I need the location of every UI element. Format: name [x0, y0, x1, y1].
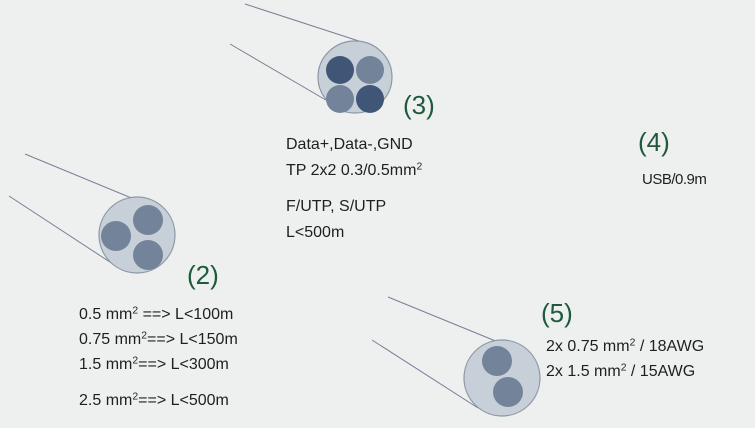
cable5-row: 2x 0.75 mm2 / 18AWG — [546, 337, 705, 355]
cable3-cable-spec-sup: 2 — [416, 161, 423, 173]
cable2-wire-left — [101, 221, 131, 251]
cable3-shielding: F/UTP, S/UTP — [286, 198, 387, 215]
cable2-row-size: 2.5 mm — [79, 392, 133, 409]
cable5-row-prefix: 2x 0.75 mm — [546, 338, 630, 355]
cable4-spec: USB/0.9m — [642, 171, 707, 188]
cable3-lead-line-top — [244, 3, 369, 45]
cable3-cable-spec: TP 2x2 0.3/0.5mm2 — [286, 161, 423, 179]
cable5-row-sup: 2 — [620, 362, 627, 374]
cable2-row-size: 0.5 mm — [79, 306, 133, 323]
cable2-row-sup: 2 — [132, 355, 139, 367]
cable3-wire-top-left — [326, 56, 354, 84]
cable3-wire-bottom-right — [356, 85, 384, 113]
cable5-wire-top — [482, 346, 512, 376]
cable3-cross-section — [317, 40, 393, 114]
cable2-row-sup: 2 — [132, 305, 139, 317]
cable5-number: (5) — [541, 298, 573, 328]
cable5-row-sup: 2 — [629, 337, 636, 349]
cable3-lead-line-bottom — [229, 43, 344, 111]
cable2-row-rule: ==> L<100m — [138, 306, 234, 323]
cable2-row-rule: ==> L<300m — [138, 356, 229, 373]
cable5-cross-section — [463, 339, 541, 417]
cable2-number: (2) — [187, 260, 219, 290]
cable5-lead-line-top — [387, 296, 499, 343]
cable5-wire-bottom — [493, 377, 523, 407]
cable3-signals: Data+,Data-,GND — [286, 136, 413, 153]
cable2-row: 0.5 mm2 ==> L<100m — [79, 305, 234, 323]
cable5-row-suffix: / 18AWG — [635, 338, 705, 355]
cable5-row: 2x 1.5 mm2 / 15AWG — [546, 362, 696, 380]
cable3-cable-spec-text: TP 2x2 0.3/0.5mm — [286, 162, 417, 179]
cable2-row-sup: 2 — [141, 330, 148, 342]
cable2-row: 2.5 mm2==> L<500m — [79, 391, 229, 409]
cable2-row: 0.75 mm2==> L<150m — [79, 330, 238, 348]
cable2-row-rule: ==> L<150m — [147, 331, 238, 348]
cable2-cross-section — [98, 196, 176, 274]
cable3-wire-top-right — [356, 56, 384, 84]
cable3-number: (3) — [403, 90, 435, 120]
cable2-wire-top — [133, 205, 163, 235]
cable2-lead-line-bottom — [8, 195, 117, 267]
cable2-row: 1.5 mm2==> L<300m — [79, 355, 229, 373]
cable2-row-sup: 2 — [132, 391, 139, 403]
cable2-wire-bottom — [133, 240, 163, 270]
cable3-length: L<500m — [286, 224, 345, 241]
cable3-wire-bottom-left — [326, 85, 354, 113]
cable2-row-size: 1.5 mm — [79, 356, 133, 373]
cable2-row-rule: ==> L<500m — [138, 392, 229, 409]
cable2-row-size: 0.75 mm — [79, 331, 142, 348]
cable5-row-suffix: / 15AWG — [626, 363, 696, 380]
cable2-lead-line-top — [24, 153, 135, 200]
cable4-number: (4) — [638, 127, 670, 157]
cable5-lead-line-bottom — [371, 339, 479, 409]
cable5-row-prefix: 2x 1.5 mm — [546, 363, 621, 380]
